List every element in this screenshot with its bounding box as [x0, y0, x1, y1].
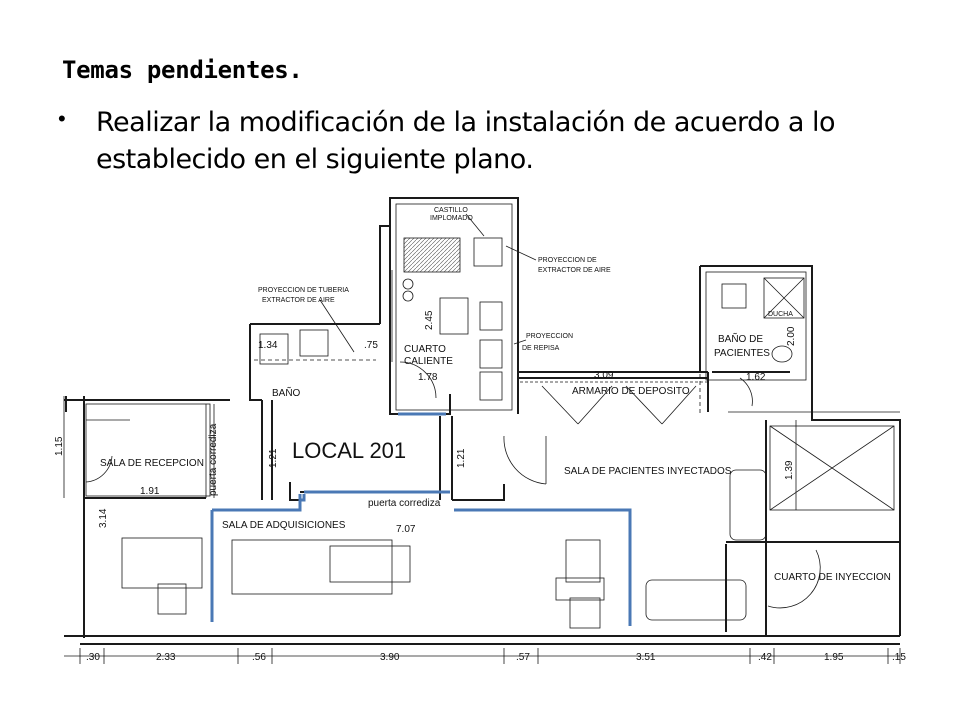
bottom-dim: 1.95	[824, 652, 844, 663]
bottom-dim: 2.33	[156, 652, 176, 663]
room-cuarto-caliente-2: CALIENTE	[404, 356, 453, 367]
modified-walls	[210, 412, 632, 626]
bottom-dim: 3.90	[380, 652, 400, 663]
bottom-dim: .30	[86, 652, 100, 663]
bullet-dot-icon: •	[58, 106, 66, 131]
dim-3-14: 3.14	[98, 508, 109, 528]
note-castillo-1: CASTILLO	[434, 207, 468, 214]
dim-3-09: 3.09	[594, 370, 614, 381]
dim-2-00: 2.00	[786, 326, 797, 346]
note-proy-repisa-2: DE REPISA	[522, 345, 560, 352]
dim-075: .75	[364, 340, 378, 351]
bottom-dim: .56	[252, 652, 266, 663]
dim-7-07: 7.07	[396, 524, 416, 535]
slide-title: Temas pendientes.	[62, 56, 303, 84]
note-puerta-corrediza-v: puerta corrediza	[208, 423, 219, 496]
room-sala-adquisiciones: SALA DE ADQUISICIONES	[222, 520, 346, 531]
dim-1-34: 1.34	[258, 340, 278, 351]
note-proy-tuberia-2: EXTRACTOR DE AIRE	[262, 297, 335, 304]
room-bano: BAÑO	[272, 386, 301, 399]
dim-2-45: 2.45	[424, 310, 435, 330]
note-proy-extractor-1: PROYECCION DE	[538, 257, 597, 264]
room-ducha: DUCHA	[768, 311, 793, 318]
note-proy-tuberia-1: PROYECCION DE TUBERIA	[258, 287, 349, 294]
dim-1-91: 1.91	[140, 486, 160, 497]
bottom-dim: .42	[758, 652, 772, 663]
room-sala-recepcion: SALA DE RECEPCION	[100, 458, 204, 469]
note-proy-extractor-2: EXTRACTOR DE AIRE	[538, 267, 611, 274]
room-bano-pacientes-2: PACIENTES	[714, 348, 770, 359]
note-puerta-corrediza-h: puerta corrediza	[368, 498, 441, 509]
dim-1-21-left: 1.21	[268, 448, 279, 468]
room-sala-pacientes: SALA DE PACIENTES INYECTADOS	[564, 466, 732, 477]
room-armario-deposito: ARMARIO DE DEPOSITO	[572, 386, 690, 397]
dim-1-62: 1.62	[746, 372, 766, 383]
dim-1-78: 1.78	[418, 372, 438, 383]
room-bano-pacientes-1: BAÑO DE	[718, 332, 763, 345]
local-label: LOCAL 201	[292, 438, 406, 463]
room-cuarto-inyeccion: CUARTO DE INYECCION	[774, 572, 891, 583]
dim-1-39: 1.39	[784, 460, 795, 480]
bottom-dim: 3.51	[636, 652, 656, 663]
note-castillo-2: IMPLOMADO	[430, 215, 473, 222]
bullet-text: Realizar la modificación de la instalaci…	[96, 107, 836, 175]
bottom-dim: .15	[892, 652, 906, 663]
bottom-dim: .57	[516, 652, 530, 663]
dim-1-15: 1.15	[54, 436, 65, 456]
dim-1-21-right: 1.21	[456, 448, 467, 468]
note-proy-repisa-1: PROYECCION	[526, 333, 573, 340]
room-cuarto-caliente-1: CUARTO	[404, 344, 446, 355]
